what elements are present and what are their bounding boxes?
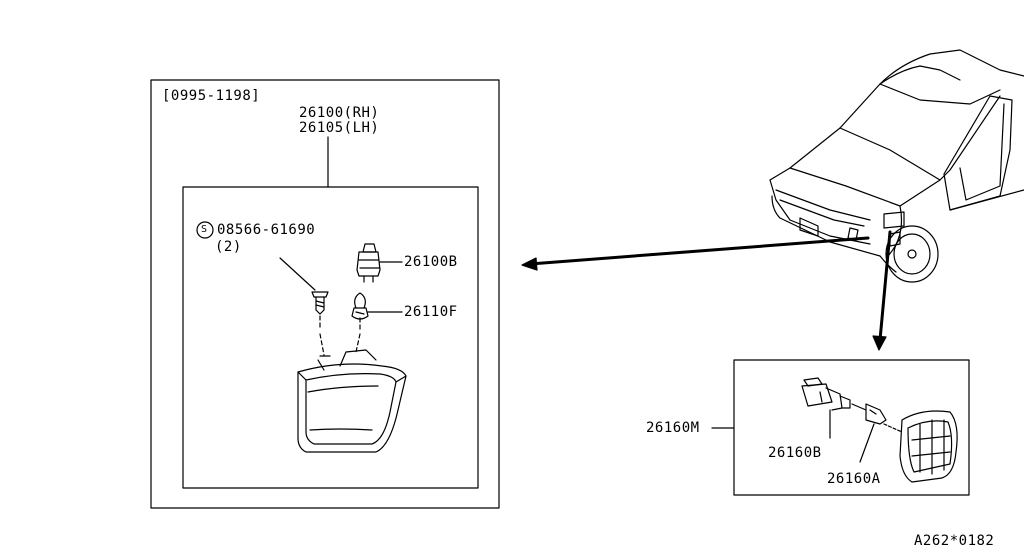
- drawing-code: A262*0182: [914, 533, 995, 549]
- arrow-to-front-lamp: [521, 236, 870, 271]
- side-assy-part-number: 26160M: [646, 420, 700, 436]
- front-lamp-outer-frame: [150, 79, 500, 509]
- screw-part-number: 08566-61690: [217, 222, 316, 238]
- side-marker-lamp-icon: [883, 410, 958, 483]
- socket-icon: [356, 243, 403, 283]
- bulb-icon: [351, 292, 403, 353]
- part-number-lh: 26105(LH): [299, 120, 380, 136]
- arrow-to-side-lamp: [872, 230, 892, 351]
- part-number-rh: 26100(RH): [299, 105, 380, 121]
- screw-quantity: (2): [215, 239, 242, 255]
- side-socket-part-number: 26160B: [768, 445, 822, 461]
- side-socket-icon: [801, 377, 851, 439]
- screw-symbol-circle: [196, 221, 214, 239]
- front-lamp-inner-frame: [182, 186, 479, 489]
- vehicle-icon: [769, 49, 1024, 283]
- side-bulb-part-number: 26160A: [827, 471, 881, 487]
- corner-lamp-icon: [297, 349, 407, 453]
- bulb-part-number: 26110F: [404, 304, 458, 320]
- side-bulb-icon: [851, 403, 887, 463]
- date-range-label: [0995-1198]: [162, 88, 261, 104]
- socket-part-number: 26100B: [404, 254, 458, 270]
- screw-icon: [279, 257, 329, 356]
- screw-symbol: S: [201, 224, 208, 235]
